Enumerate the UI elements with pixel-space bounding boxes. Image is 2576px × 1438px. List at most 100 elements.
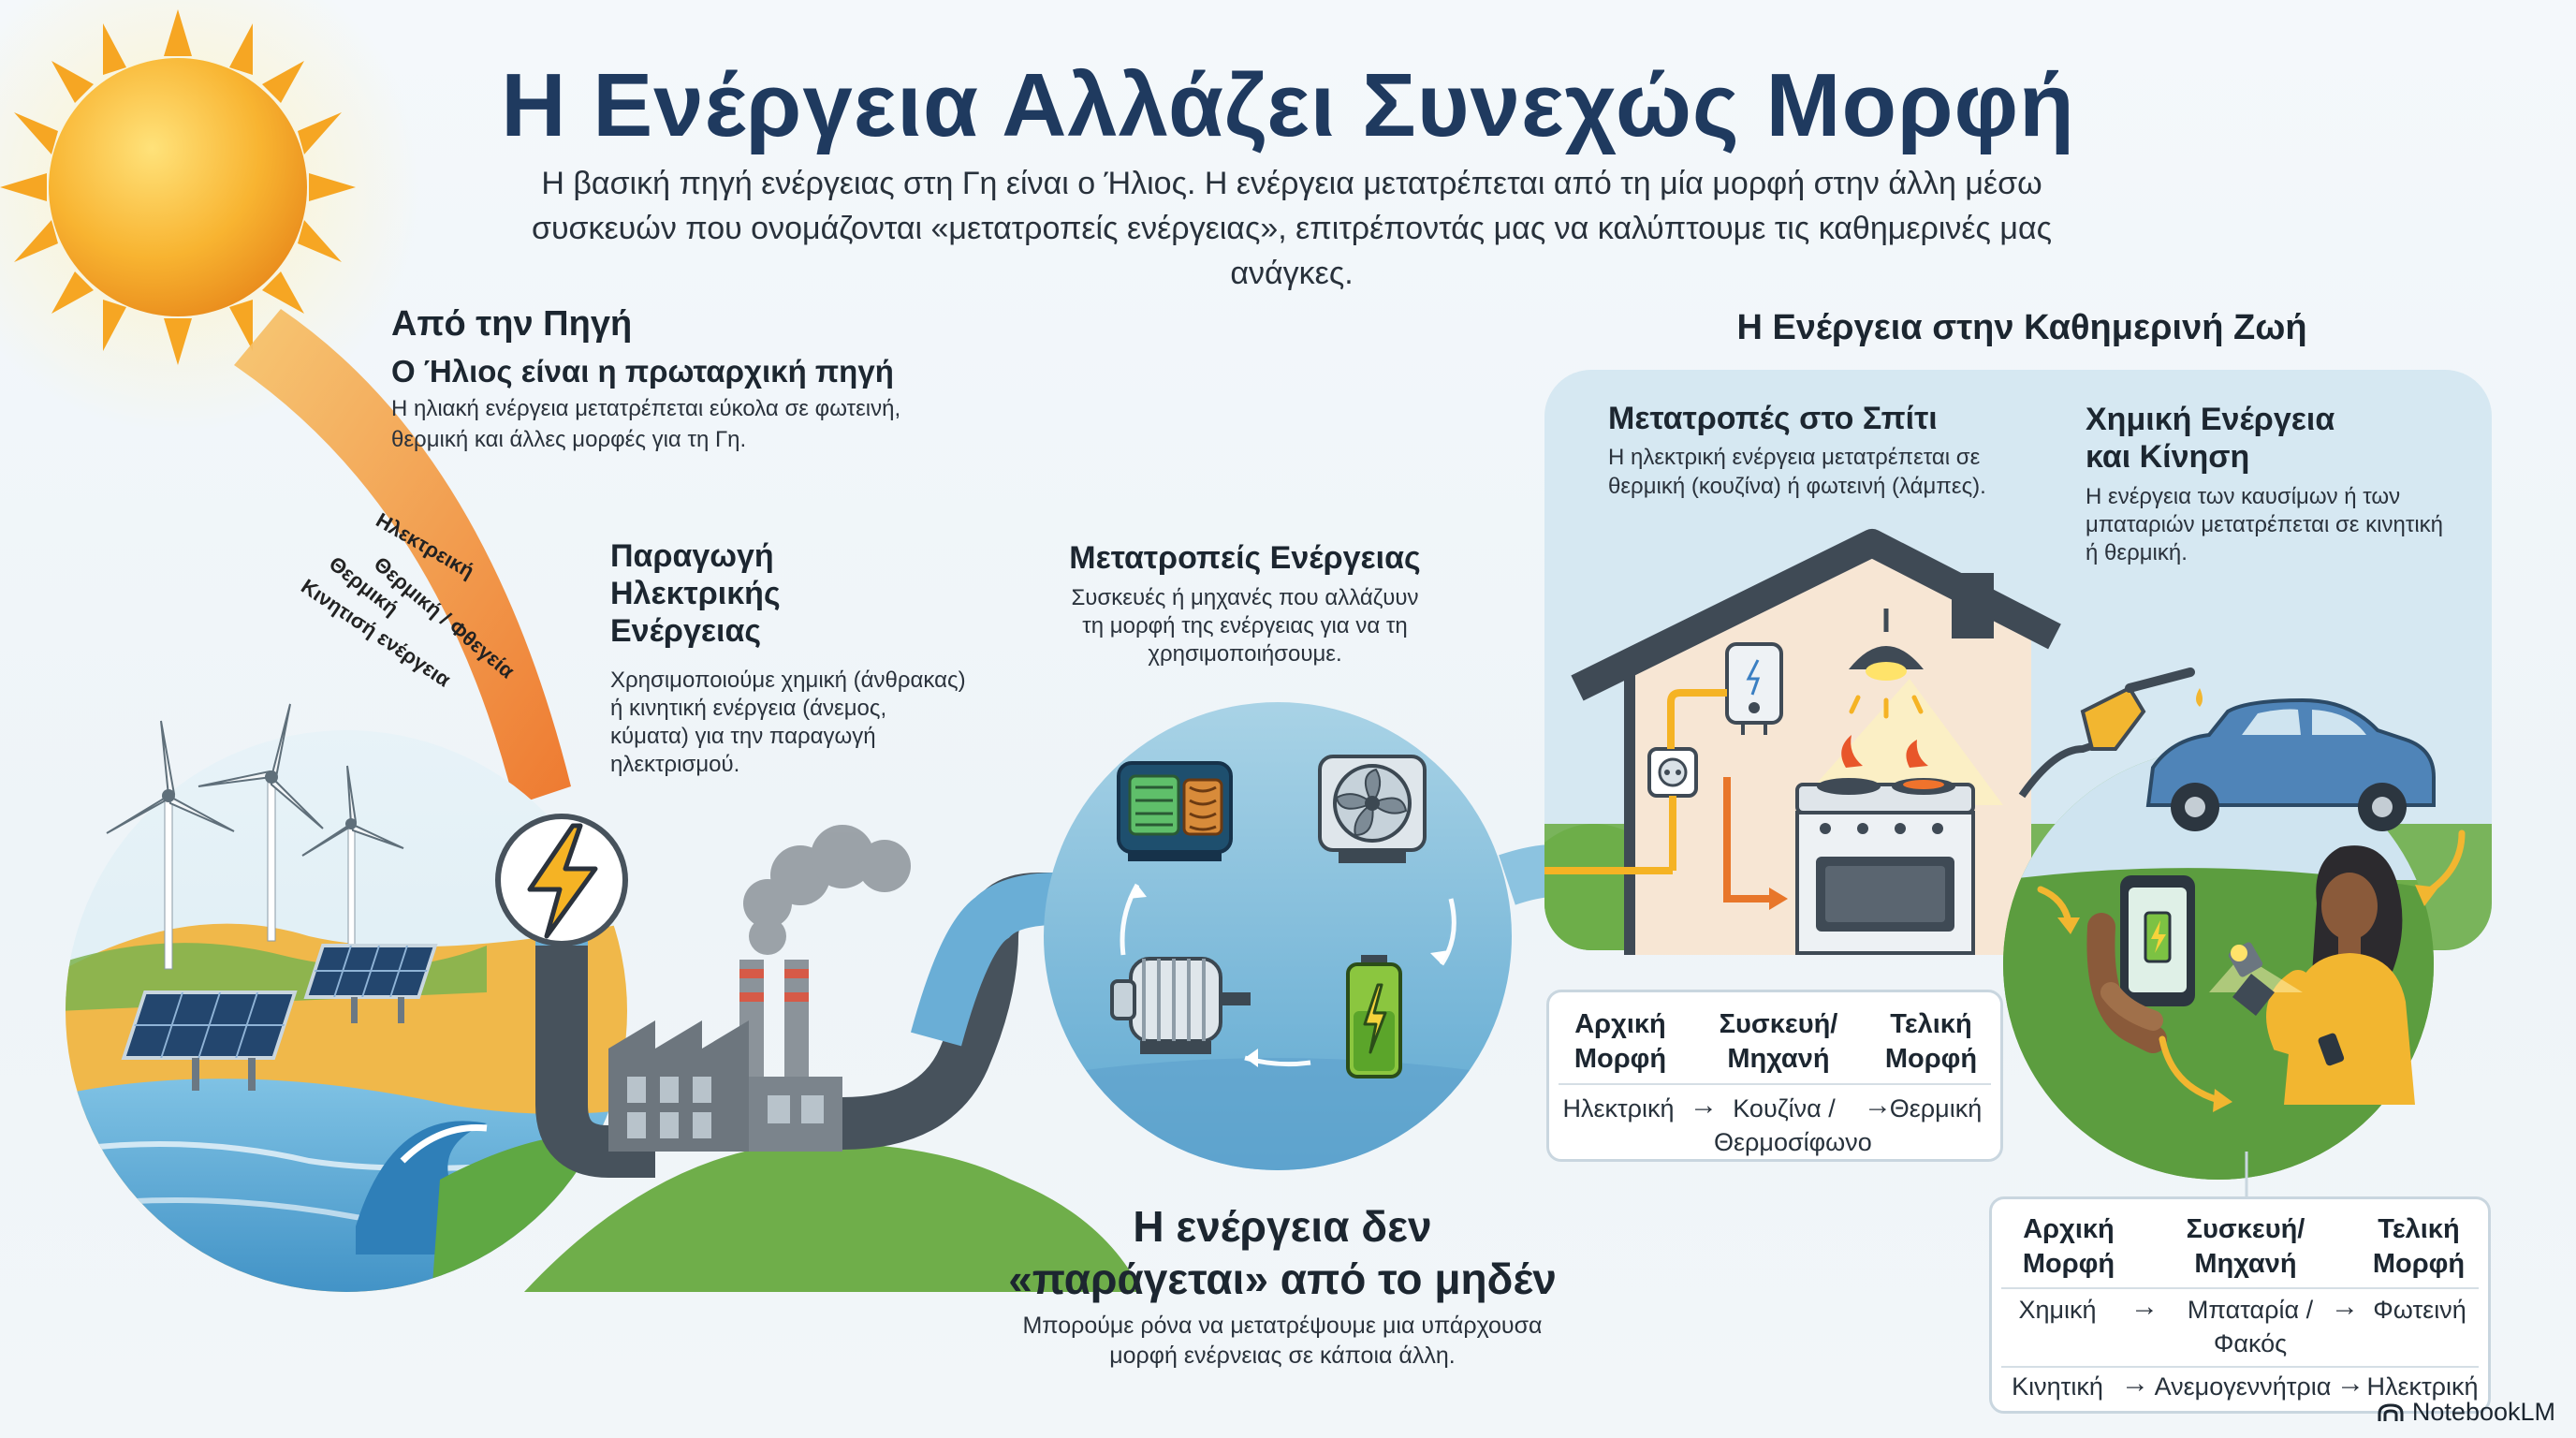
other-conversion-table: Αρχική Μορφή Συσκευή/ Μηχανή Τελική Μορφ… — [1989, 1196, 2491, 1414]
table-arrow: → — [2331, 1291, 2359, 1322]
header-line: Συσκευή/ — [2186, 1214, 2305, 1244]
table-col-device: Συσκευή/ Μηχανή — [1708, 1007, 1849, 1077]
production-text-line: κύματα) για την παραγωγή — [610, 724, 876, 749]
production-heading-line: Παραγωγή — [610, 538, 774, 574]
converters-heading: Μετατροπείς Ενέργειας — [1069, 540, 1421, 576]
chemical-heading-line: Χημική Ενέργεια — [2086, 402, 2335, 437]
device-line: Φακός — [2213, 1329, 2288, 1357]
table-cell-to: Ηλεκτρική — [2366, 1372, 2479, 1401]
production-heading-line: Ενέργειας — [610, 613, 762, 649]
solar-panel-icon — [121, 944, 438, 1091]
fan-icon — [1318, 755, 1427, 863]
table-arrow: → — [2336, 1368, 2364, 1399]
sun-icon — [0, 9, 356, 365]
table-divider — [2001, 1366, 2479, 1368]
battery-icon — [1346, 955, 1402, 1078]
table-cell-to: Φωτεινή — [2373, 1296, 2466, 1324]
table-col-final: Τελική Μορφή — [2361, 1212, 2477, 1282]
motor-icon — [1110, 957, 1251, 1054]
table-cell-device: Μπαταρία / Φακός — [2175, 1293, 2325, 1360]
converters-section: Μετατροπείς Ενέργειας Συσκευές ή μηχανές… — [1030, 537, 1460, 668]
table-cell-from: Ηλεκτρική — [1562, 1094, 1675, 1123]
table-col-final: Τελική Μορφή — [1873, 1007, 1989, 1077]
source-text-line: θερμική και άλλες μορφές για τη Γη. — [391, 427, 747, 452]
header-line: Τελική — [1890, 1009, 1972, 1039]
table-col-device: Συσκευή/ Μηχανή — [2175, 1212, 2316, 1282]
table-arrow: → — [1864, 1090, 1892, 1121]
socket-icon — [1647, 747, 1698, 798]
header-line: Μορφή — [2022, 1249, 2115, 1279]
table-col-initial: Αρχική Μορφή — [2012, 1212, 2125, 1282]
wind-turbine-icon — [106, 703, 404, 970]
chemical-heading-line: και Κίνηση — [2086, 439, 2250, 475]
home-text-line: θερμική (κουζίνα) ή φωτεινή (λάμπες). — [1608, 474, 1986, 499]
table-cell-device: Ανεμογεννήτρια — [2154, 1372, 2332, 1401]
table-cell-to: Θερμική — [1889, 1094, 1983, 1123]
header-line: Τελική — [2378, 1214, 2460, 1244]
table-arrow: → — [1690, 1090, 1718, 1121]
home-section: Μετατροπές στο Σπίτι Η ηλεκτρική ενέργει… — [1608, 398, 2095, 501]
header-line: Μηχανή — [2194, 1249, 2297, 1279]
header-line: Μηχανή — [1727, 1044, 1830, 1074]
conservation-section: Η ενέργεια δεν «παράγεται» από το μηδέν … — [955, 1200, 1610, 1371]
subtitle-line: συσκευών που ονομάζονται «μετατροπείς εν… — [531, 211, 2053, 291]
stove-icon — [1795, 735, 1975, 955]
production-text-line: ή κινητική ενέργεια (άνεμος, — [610, 696, 887, 721]
device-line: Μπαταρία / — [2187, 1296, 2314, 1324]
production-text-line: Χρησιμοποιούμε χημική (άνθρακας) — [610, 668, 966, 693]
production-section: Παραγωγή Ηλεκτρικής Ενέργειας Χρησιμοποι… — [610, 537, 1003, 779]
lightning-icon — [495, 814, 628, 946]
page-subtitle: Η βασική πηγή ενέργειας στη Γη είναι ο Ή… — [524, 161, 2059, 296]
converters-text-line: Συσκευές ή μηχανές που αλλάζυυν — [1071, 585, 1419, 610]
source-text-line: Η ηλιακή ενέργεια μετατρέπεται εύκολα σε… — [391, 396, 901, 421]
table-cell-from: Χημική — [2018, 1296, 2097, 1324]
table-arrow: → — [2121, 1368, 2149, 1399]
source-section: Από την Πηγή Ο Ήλιος είναι η πρωταρχική … — [391, 301, 990, 455]
table-col-initial: Αρχική Μορφή — [1564, 1007, 1676, 1077]
chemical-text-line: Η ενέργεια των καυσίμων ή των — [2086, 484, 2401, 509]
brand-watermark: NotebookLM — [2377, 1398, 2555, 1427]
conservation-heading-line: «παράγεται» από το μηδέν — [1008, 1255, 1557, 1303]
factory-icon — [608, 960, 842, 1152]
table-cell-device: Κουζίνα / Θερμοσίφωνο — [1714, 1092, 1872, 1159]
home-conversion-table: Αρχική Μορφή Συσκευή/ Μηχανή Τελική Μορφ… — [1546, 990, 2003, 1162]
converters-text-line: χρησιμοποιήσουμε. — [1148, 641, 1342, 667]
conservation-text-line: Μπορούμε ρόνα να μετατρέψουμε μια υπάρχο… — [1022, 1313, 1543, 1339]
subtitle-line: Η βασική πηγή ενέργειας στη Γη είναι ο Ή… — [541, 166, 2042, 201]
header-line: Αρχική — [1574, 1009, 1666, 1039]
chemical-section: Χημική Ενέργεια και Κίνηση Η ενέργεια τω… — [2086, 401, 2479, 567]
production-heading-line: Ηλεκτρικής — [610, 576, 781, 611]
converter-circle — [1044, 702, 1512, 1170]
header-line: Μορφή — [2372, 1249, 2466, 1279]
brand-label: NotebookLM — [2411, 1398, 2555, 1426]
daily-life-heading: Η Ενέργεια στην Καθημερινή Ζωή — [1736, 308, 2307, 347]
notebooklm-logo-icon — [2378, 1402, 2404, 1421]
chemical-text-line: μπαταριών μετατρέπεται σε κινητική — [2086, 512, 2443, 537]
production-text-line: ηλεκτρισμού. — [610, 752, 740, 777]
device-line: Θερμοσίφωνο — [1714, 1128, 1872, 1156]
fuel-nozzle-icon — [2018, 668, 2203, 799]
flashlight-icon — [2209, 942, 2303, 1016]
conservation-text-line: μορφή ενέρνειας σε κάποια άλλη. — [1109, 1343, 1456, 1369]
table-cell-from: Κινητική — [2012, 1372, 2103, 1401]
lamp-icon — [1849, 609, 1924, 719]
generator-icon — [1117, 761, 1233, 861]
header-line: Μορφή — [1573, 1044, 1667, 1074]
header-line: Συσκευή/ — [1719, 1009, 1838, 1039]
water-heater-icon — [1725, 642, 1783, 735]
table-divider — [1559, 1083, 1991, 1085]
phone-icon — [2086, 875, 2195, 1053]
home-heading: Μετατροπές στο Σπίτι — [1608, 401, 1938, 436]
source-heading: Από την Πηγή — [391, 304, 633, 344]
chemical-text-line: ή θερμική. — [2086, 540, 2188, 565]
home-text-line: Η ηλεκτρική ενέργεια μετατρέπεται σε — [1608, 445, 1981, 470]
conservation-heading-line: Η ενέργεια δεν — [1133, 1202, 1432, 1251]
car-icon — [2145, 697, 2436, 831]
table-divider — [2001, 1287, 2479, 1289]
converters-text-line: τη μορφή της ενέργειας για να τη — [1082, 613, 1408, 638]
source-subheading: Ο Ήλιος είναι η πρωταρχική πηγή — [391, 354, 894, 389]
page-title: Η Ενέργεια Αλλάζει Συνεχώς Μορφή — [501, 55, 2075, 155]
header-line: Αρχική — [2023, 1214, 2115, 1244]
header-line: Μορφή — [1884, 1044, 1978, 1074]
